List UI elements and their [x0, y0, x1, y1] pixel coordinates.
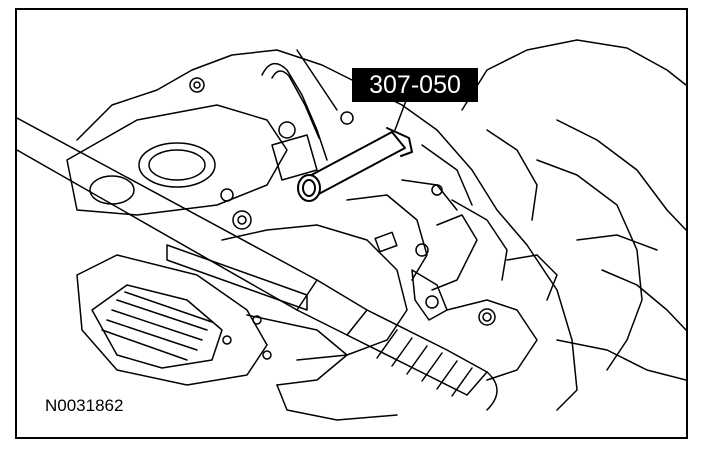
- tool-number-callout: 307-050: [352, 68, 478, 102]
- drive-shaft: [17, 117, 498, 411]
- cylinder-bore: [138, 142, 216, 188]
- oil-pan: [76, 254, 268, 386]
- upper-housing-outline: [461, 39, 686, 111]
- tool-number-label: 307-050: [369, 71, 461, 99]
- illustration-frame: 307-050 N0031862: [15, 8, 688, 439]
- figure-id-label: N0031862: [45, 396, 124, 415]
- right-casing-outline: [556, 119, 686, 231]
- tool-307-050: [297, 127, 413, 202]
- upper-pipe: [261, 62, 328, 161]
- engine-illustration: [17, 39, 686, 421]
- engine-block-outline: [76, 49, 578, 411]
